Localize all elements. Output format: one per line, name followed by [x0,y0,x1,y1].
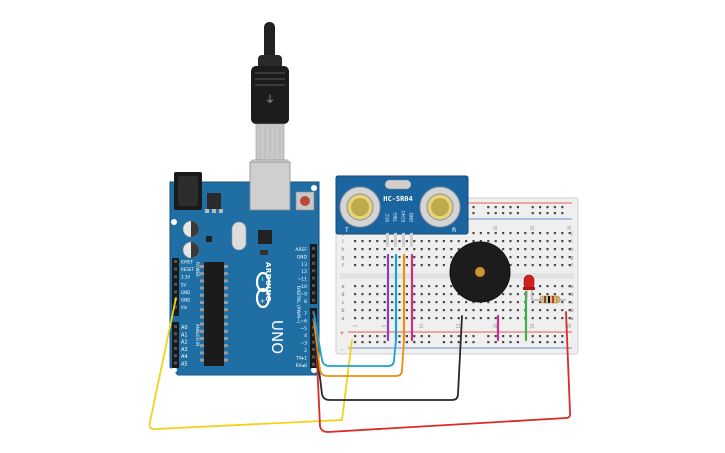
digital-pin-label: AREF [295,247,307,253]
usb-symbol-icon: ⏚ [265,94,275,106]
resistor[interactable] [532,295,566,304]
analog-pin-label: A1 [181,332,188,338]
digital-header-top [310,244,317,304]
led-icon [523,274,535,290]
power-header-label: POWER [195,262,200,277]
buzzer-icon [475,267,485,277]
column-number: 1 [353,324,358,327]
breadboard-jumpers [386,253,528,342]
digital-pin-label: 12 [301,269,307,275]
column-number: 30 [567,323,572,329]
digital-pin-label: ~3 [300,341,307,347]
column-number: 10 [419,323,424,329]
row-letter: i [571,239,572,245]
power-pin-label: 3.3V [181,275,190,280]
power-pin-label: RESET [181,267,194,272]
column-number: 5 [382,324,387,327]
analog-pin-label: A2 [181,340,188,346]
brand-label: ARDUINO [264,262,272,302]
row-letter: i [342,239,343,245]
sensor-pin-label: TRIG [393,212,398,223]
column-number: 20 [493,323,498,329]
digital-pin-label: 13 [301,262,307,268]
column-number: 20 [493,225,498,231]
digital-pin-label: 2 [304,348,307,354]
arduino-logo: − + [255,271,271,309]
power-pin-label: GND [181,298,190,303]
svg-text:+: + [259,298,266,303]
row-letter: e [341,284,344,290]
sensor-pin-label: GND [409,213,414,222]
usb-port [249,161,291,211]
row-letter: h [570,247,573,253]
digital-header-label: DIGITAL (PWM~) [295,286,301,324]
sensor-pin-label: VCC [385,213,390,222]
row-letter: c [342,300,345,306]
row-letter: g [570,255,573,261]
analog-pin-label: A3 [181,347,188,353]
digital-pin-label: ~6 [300,318,307,324]
digital-pin-label: ~10 [298,284,308,290]
digital-header-bottom [310,308,317,368]
row-letter: j [570,231,572,237]
sensor-pin-label: ECHO [401,211,406,222]
digital-pin-label: RX◂0 [296,363,307,369]
sensor-model-label: HC-SR04 [383,195,413,203]
wire-orange [313,321,405,377]
sensor-r-label: R [452,227,456,234]
row-letter: f [571,263,573,269]
power-pin-label: IOREF [181,260,194,265]
power-pin-label: Vin [181,305,188,310]
power-pin-label: 5V [181,282,187,287]
piezo-buzzer[interactable] [449,241,511,303]
analog-pin-label: A5 [181,362,188,368]
model-label: UNO [268,320,286,354]
column-number: 15 [456,323,461,329]
arduino-uno-board[interactable]: − + ARDUINO UNO IOREF RESET 3.3V 5V GND GND Vi… [169,161,320,376]
rail-sign: + [339,330,344,337]
column-number: 30 [567,225,572,231]
row-letter: g [341,255,344,261]
digital-pin-label: 4 [304,333,307,339]
row-letter: e [570,284,573,290]
row-letter: d [341,292,344,298]
row-letter: a [341,316,344,322]
row-letter: c [571,300,574,306]
wire-cyan [313,313,397,367]
red-led[interactable] [523,274,535,300]
power-pin-label: GND [181,290,190,295]
digital-pin-label: GND [297,254,308,260]
analog-pin-label: A4 [181,354,188,360]
row-letter: f [342,263,344,269]
column-number: 25 [530,225,535,231]
row-letter: b [341,308,344,314]
analog-pin-label: A0 [181,325,188,331]
digital-pin-label: 7 [304,311,307,317]
digital-pin-label: ~5 [300,326,307,332]
sensor-t-label: T [344,227,349,234]
wire-5v-yellow [148,297,353,431]
analog-header-label: ANALOG IN [195,324,200,346]
row-letter: a [570,316,573,322]
row-letter: d [570,292,573,298]
wire-black [313,315,463,401]
rail-sign: - [341,346,343,353]
svg-text:−: − [259,276,266,281]
row-letter: b [570,308,573,314]
wire-red [314,311,572,433]
digital-pin-label: ~9 [300,291,307,297]
digital-pin-label: ~11 [298,277,308,283]
digital-pin-label: TX▸1 [295,355,307,361]
power-header [172,258,179,316]
analog-header [172,322,179,368]
atmega-chip [204,262,224,366]
row-letter: h [341,247,344,253]
column-number: 25 [530,323,535,329]
digital-pin-label: 8 [304,299,307,305]
